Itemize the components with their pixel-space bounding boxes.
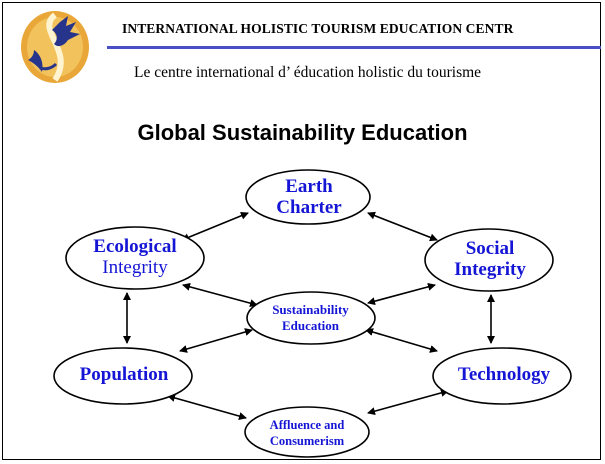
node-label-line: Ecological bbox=[93, 236, 177, 257]
organization-name-french: Le centre international d’ éducation hol… bbox=[134, 64, 482, 81]
connector-social-sustainability bbox=[367, 282, 436, 306]
diagram-title: Global Sustainability Education bbox=[137, 120, 468, 145]
organization-name: INTERNATIONAL HOLISTIC TOURISM EDUCATION… bbox=[122, 21, 514, 36]
node-label-line: Technology bbox=[457, 364, 551, 385]
node-affluence-consumerism bbox=[244, 406, 370, 458]
node-label-line: Affluence and bbox=[269, 418, 345, 432]
node-label-ecological-integrity: Ecological Integrity bbox=[70, 236, 200, 278]
slide-frame bbox=[2, 2, 601, 460]
node-label-line: Sustainability bbox=[272, 302, 349, 317]
node-social-integrity bbox=[424, 228, 554, 292]
node-technology bbox=[432, 347, 572, 405]
node-label-affluence-consumerism: Affluence and Consumerism bbox=[247, 418, 367, 449]
node-label-sustainability-education: Sustainability Education bbox=[248, 302, 373, 335]
node-sustainability-education bbox=[246, 291, 376, 345]
node-label-line: Earth bbox=[285, 176, 333, 197]
connector-population-affluence bbox=[167, 394, 247, 420]
node-label-line: Integrity bbox=[102, 256, 168, 278]
node-label-line: Consumerism bbox=[269, 433, 345, 448]
node-earth-charter bbox=[245, 169, 371, 225]
connector-technology-sustainability bbox=[365, 328, 438, 353]
node-label-line: Population bbox=[79, 364, 169, 385]
node-label-line: Education bbox=[281, 318, 340, 334]
connector-earth-ecological bbox=[181, 211, 249, 242]
header-divider bbox=[107, 46, 601, 49]
connector-technology-affluence bbox=[367, 388, 449, 416]
node-label-line: Integrity bbox=[454, 258, 526, 280]
node-label-population: Population bbox=[56, 364, 192, 386]
node-label-technology: Technology bbox=[436, 364, 572, 386]
node-label-social-integrity: Social Integrity bbox=[430, 238, 550, 280]
node-label-earth-charter: Earth Charter bbox=[249, 176, 369, 218]
node-population bbox=[53, 347, 193, 405]
connector-population-sustainability bbox=[179, 328, 253, 353]
dragon-seal-logo-icon bbox=[21, 11, 89, 83]
connector-ecological-sustainability bbox=[182, 282, 258, 308]
node-ecological-integrity bbox=[65, 226, 205, 290]
node-label-line: Charter bbox=[276, 196, 342, 218]
connector-earth-social bbox=[367, 211, 438, 242]
node-label-line: Social bbox=[465, 238, 515, 259]
